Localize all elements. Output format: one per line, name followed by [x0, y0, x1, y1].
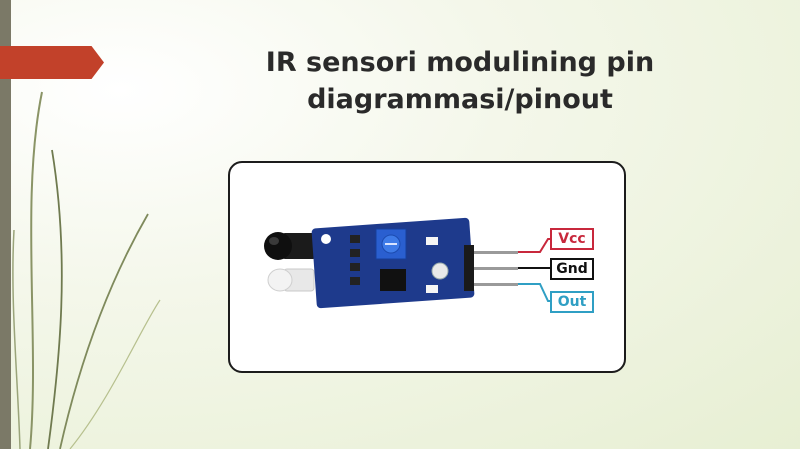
- left-sidebar-bar: [0, 0, 11, 449]
- ir-emitter-led-icon: [267, 268, 315, 292]
- ir-receiver-led-icon: [264, 232, 316, 260]
- title-line-2: diagrammasi/pinout: [307, 84, 613, 115]
- accent-arrow-shape: [0, 46, 104, 79]
- ir-sensor-module-illustration: [264, 217, 552, 309]
- pin-wires: [518, 238, 552, 302]
- pin-label-out: Out: [550, 291, 594, 313]
- pin-label-gnd: Gnd: [550, 258, 594, 280]
- header-pins: [464, 245, 518, 291]
- potentiometer-icon: [375, 228, 407, 260]
- title-line-1: IR sensori modulining pin: [265, 47, 655, 78]
- pin-label-vcc: Vcc: [550, 228, 594, 250]
- sensor-image-card: Vcc Gnd Out: [228, 161, 626, 373]
- smd-components: [350, 235, 438, 293]
- slide-title: IR sensori modulining pin diagrammasi/pi…: [250, 44, 670, 118]
